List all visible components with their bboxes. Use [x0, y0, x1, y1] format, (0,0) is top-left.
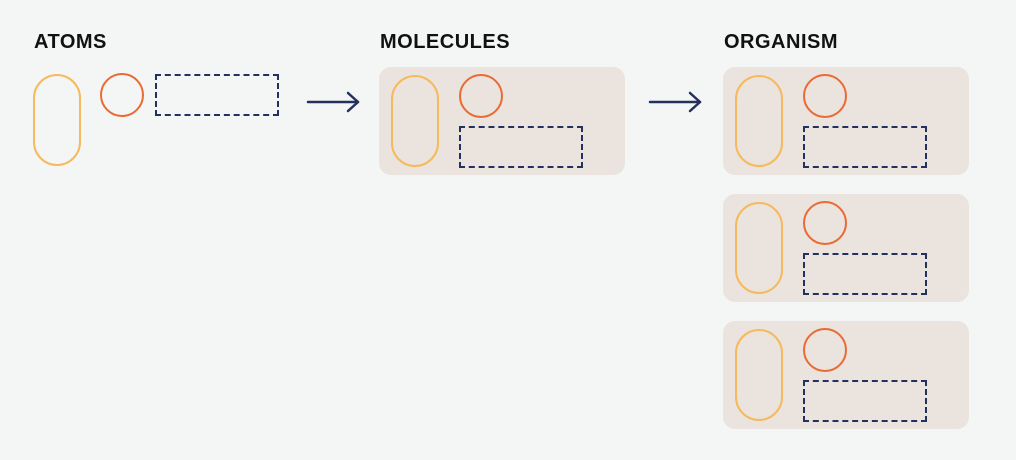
- organism-pill-shape: [735, 75, 783, 167]
- organism-card: [723, 194, 969, 302]
- organism-pill-shape: [735, 329, 783, 421]
- organism-dashed-rectangle: [803, 126, 927, 168]
- arrow-right-icon: [306, 91, 360, 113]
- atom-circle-shape: [100, 73, 144, 117]
- organism-heading: ORGANISM: [724, 31, 838, 53]
- organism-circle-shape: [803, 74, 847, 118]
- molecule-card: [379, 67, 625, 175]
- organism-circle-shape: [803, 328, 847, 372]
- organism-card: [723, 67, 969, 175]
- organism-pill-shape: [735, 202, 783, 294]
- organism-card: [723, 321, 969, 429]
- atom-pill-shape: [33, 74, 81, 166]
- molecule-circle-shape: [459, 74, 503, 118]
- organism-dashed-rectangle: [803, 380, 927, 422]
- organism-dashed-rectangle: [803, 253, 927, 295]
- atom-dashed-rectangle: [155, 74, 279, 116]
- atoms-heading: ATOMS: [34, 31, 107, 53]
- molecule-pill-shape: [391, 75, 439, 167]
- molecules-heading: MOLECULES: [380, 31, 511, 53]
- organism-circle-shape: [803, 201, 847, 245]
- arrow-right-icon: [648, 91, 702, 113]
- molecule-dashed-rectangle: [459, 126, 583, 168]
